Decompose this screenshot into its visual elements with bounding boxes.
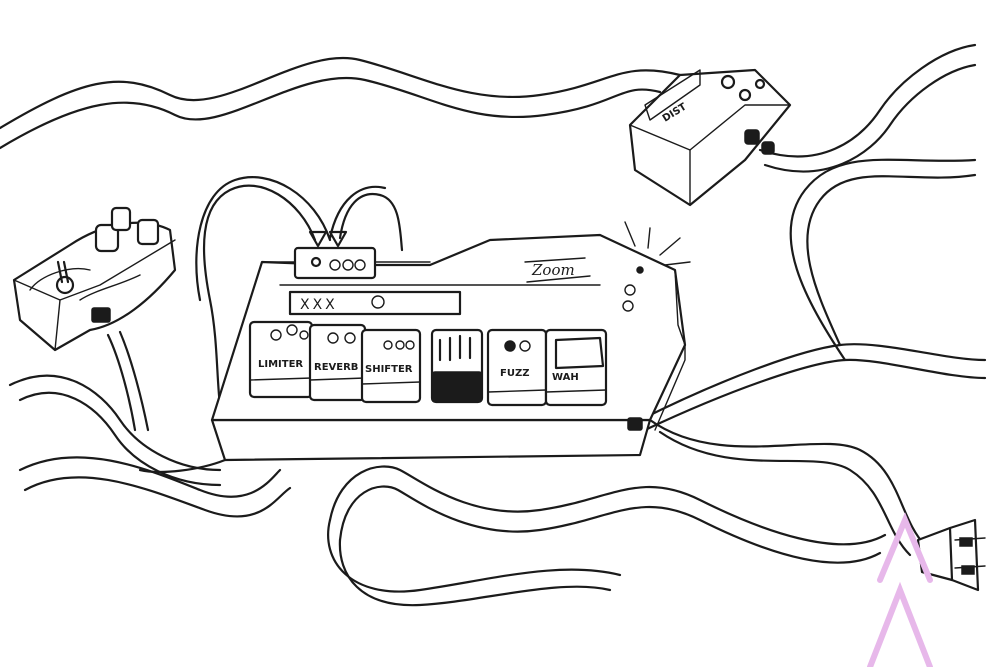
led-icon: [636, 266, 644, 274]
pedal-label: REVERB: [314, 362, 358, 373]
joystick-base-icon: [55, 275, 75, 295]
pedal-shifter[interactable]: SHIFTER: [360, 328, 422, 404]
pedal-dark[interactable]: [430, 328, 484, 404]
jack-panel: [293, 246, 377, 280]
knob-icon: [94, 223, 120, 253]
pedal-label: LIMITER: [258, 359, 303, 370]
triangle-logo-icon: [867, 512, 933, 667]
cables: [0, 43, 987, 607]
pedal-label: WAH: [552, 372, 579, 383]
display-window: [288, 290, 462, 316]
output-jack-icon: [627, 417, 643, 431]
pedal-limiter[interactable]: LIMITER: [248, 320, 314, 399]
pedal-label: FUZZ: [500, 368, 529, 379]
jack-icon: [744, 129, 760, 145]
small-joystick-pedal: [12, 206, 177, 352]
pedal-label: SHIFTER: [365, 364, 413, 375]
pedal-row: LIMITER REVERB SHIFTER: [248, 320, 608, 407]
display-text: XXX: [300, 297, 338, 313]
pedal-reverb[interactable]: REVERB: [308, 323, 367, 402]
jack-icon: [91, 307, 111, 323]
pedal-wah[interactable]: WAH: [544, 328, 608, 407]
distortion-pedal: DIST: [628, 68, 792, 207]
brand-logo: Zoom: [531, 261, 575, 279]
pedal-fuzz[interactable]: FUZZ: [486, 328, 548, 407]
